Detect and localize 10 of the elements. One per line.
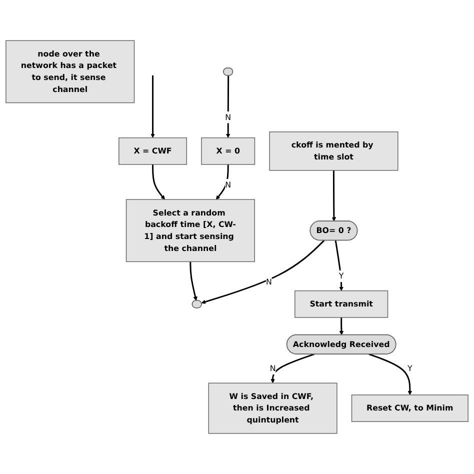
arrow	[270, 354, 315, 384]
arrow	[226, 76, 230, 138]
arrow	[339, 317, 344, 336]
arrow	[152, 164, 165, 200]
arrow	[201, 240, 325, 304]
arrow	[190, 262, 198, 301]
arrow	[150, 75, 155, 138]
arrow	[216, 164, 229, 200]
arrow	[332, 170, 336, 222]
arrow	[368, 354, 412, 396]
